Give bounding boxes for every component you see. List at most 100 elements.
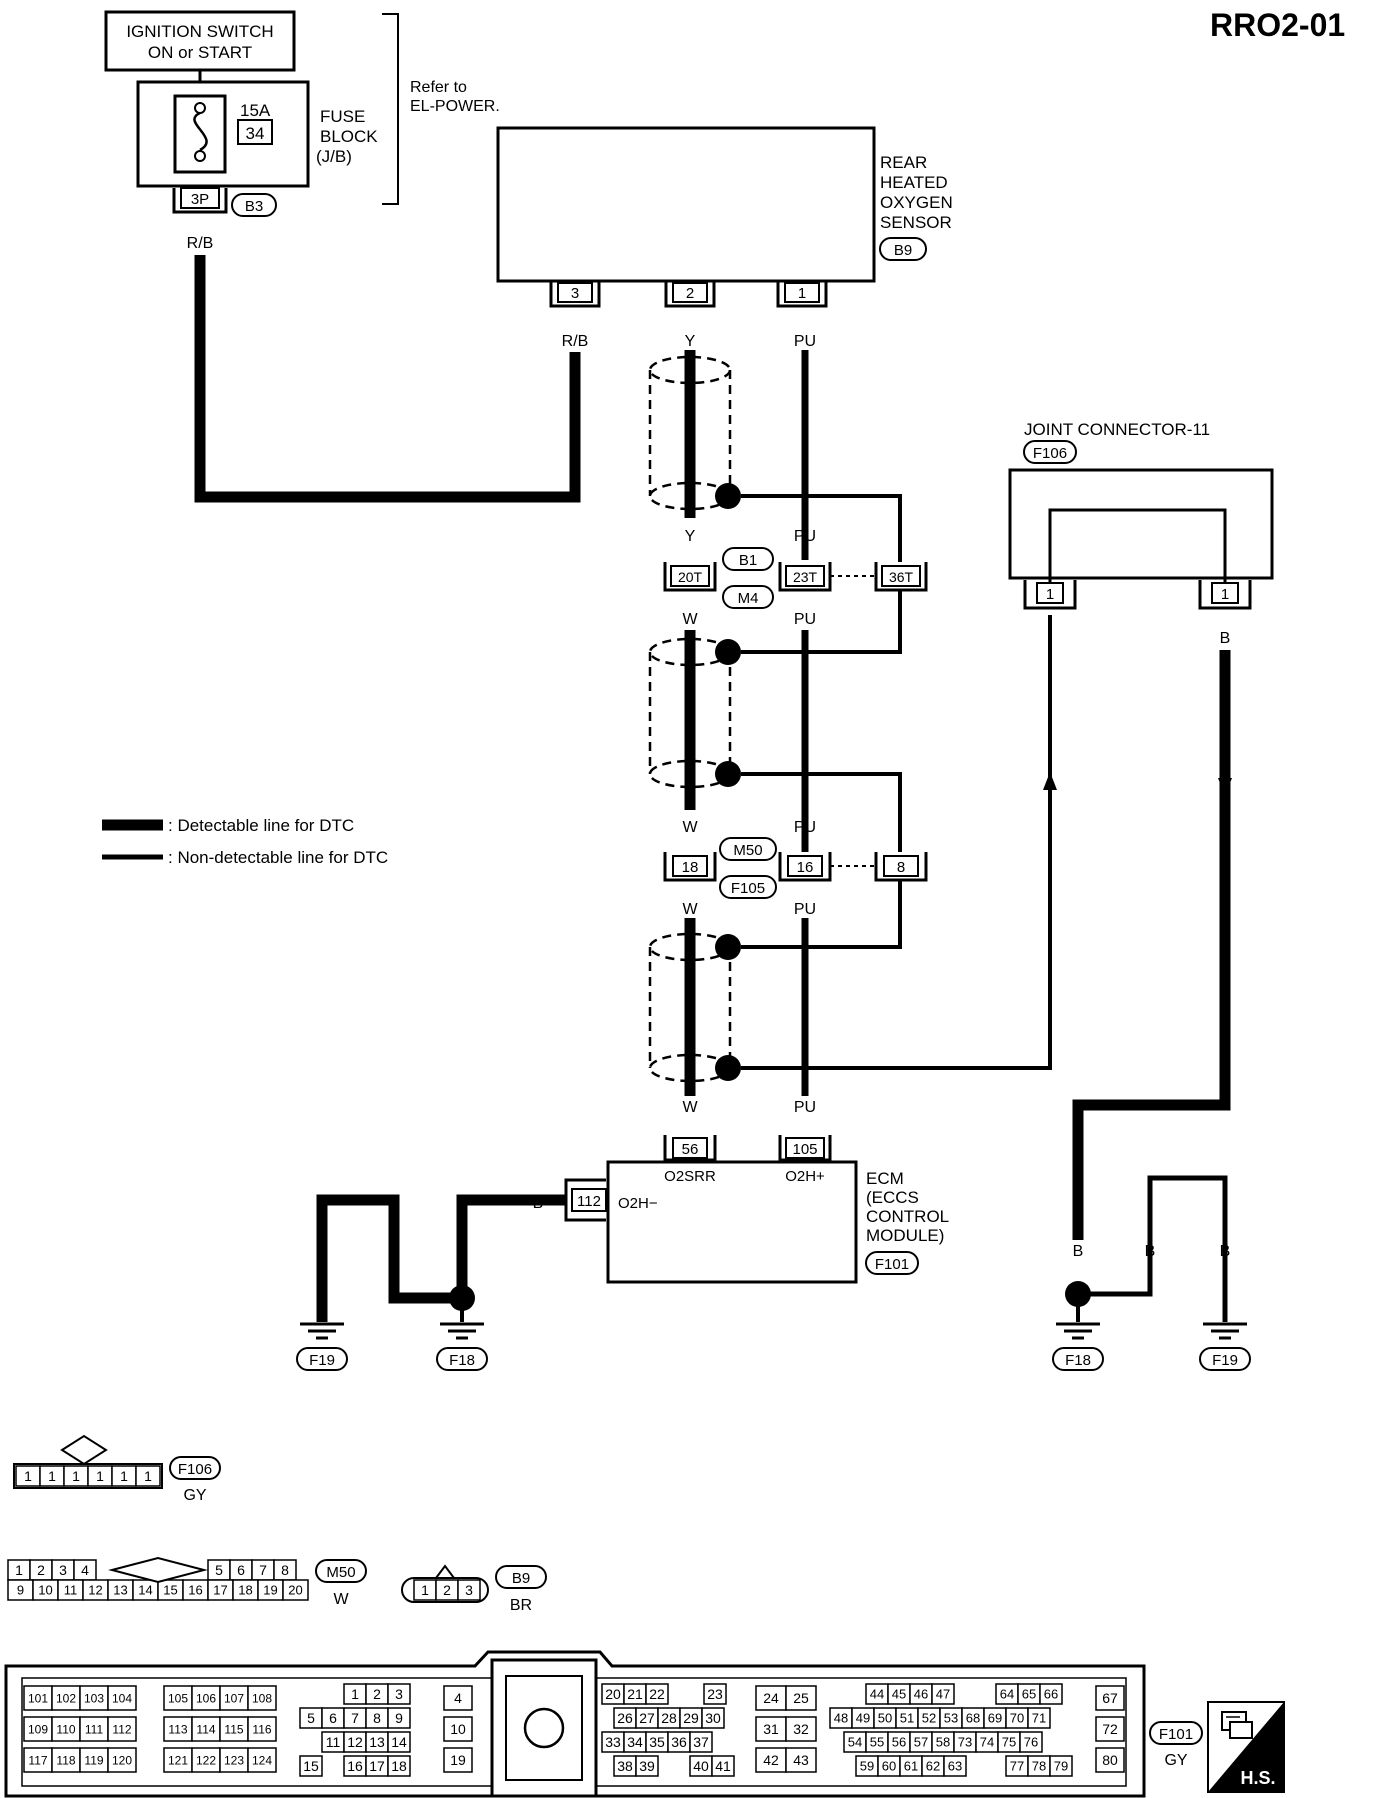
connector-pin: 16 — [343, 1755, 367, 1777]
fuse-block-line1: FUSE — [320, 107, 365, 126]
refer-line2: EL-POWER. — [410, 98, 500, 115]
connector-pin: 7 — [251, 1559, 275, 1581]
wire-pu-label-5: PU — [794, 1099, 816, 1116]
connector-pin: 76 — [1019, 1731, 1043, 1753]
ground-f19-left: F19 — [296, 1322, 348, 1371]
connector-pin-label: 80 — [1102, 1752, 1118, 1768]
sensor-pin-1: 1 — [776, 282, 828, 308]
connector-pin-label: 15 — [163, 1583, 177, 1598]
wire-pu-label-3: PU — [794, 819, 816, 836]
refer-line1: Refer to — [410, 79, 467, 96]
connector-pin-label: 12 — [88, 1583, 102, 1598]
svg-text:2: 2 — [686, 285, 694, 302]
wire-b-left-to-splice — [388, 1250, 462, 1304]
connector-pin-label: 57 — [914, 1735, 928, 1750]
connector-pin: 105 — [163, 1685, 193, 1711]
connector-pin-label: 43 — [793, 1752, 809, 1768]
connector-pin: 2 — [435, 1579, 459, 1601]
connector-pin: 73 — [953, 1731, 977, 1753]
connector-pin-label: 36 — [671, 1734, 687, 1750]
sensor-pin-3: 3 — [549, 282, 601, 308]
connector-pin-label: 74 — [980, 1735, 994, 1750]
connector-pin-label: 67 — [1102, 1690, 1118, 1706]
connector-pin: 1 — [63, 1465, 89, 1487]
connector-pin-label: 55 — [870, 1735, 884, 1750]
connector-pin: 112 — [107, 1716, 137, 1742]
ecm-pin-105: 105 — [778, 1135, 832, 1162]
wire-b-label-g2: B — [389, 1243, 400, 1260]
connector-pin: 11 — [57, 1579, 84, 1601]
svg-text:23T: 23T — [793, 569, 818, 585]
connector-pin-label: 110 — [56, 1722, 75, 1736]
wire-w-label-2: W — [682, 819, 698, 836]
connector-pin-label: 30 — [705, 1710, 721, 1726]
connector-pin: 103 — [79, 1685, 109, 1711]
svg-text:F18: F18 — [1065, 1352, 1091, 1369]
connector-pin: 72 — [1095, 1716, 1125, 1742]
connector-pin: 117 — [23, 1747, 53, 1773]
connector-pin: 21 — [623, 1683, 647, 1705]
connector-pin: 15 — [157, 1579, 184, 1601]
connector-pin: 109 — [23, 1716, 53, 1742]
connector-pin-label: 17 — [369, 1758, 385, 1774]
fuse-output-terminal: 3P — [172, 187, 228, 214]
connector-pin-label: 2 — [373, 1686, 381, 1702]
connector-pin: 31 — [755, 1716, 787, 1742]
drain-wire-1 — [741, 494, 902, 562]
connector-pin: 4 — [443, 1685, 473, 1711]
connector-pin: 20 — [601, 1683, 625, 1705]
connector-pin-label: 6 — [237, 1562, 245, 1578]
connector-pin-label: 21 — [627, 1686, 643, 1702]
connector-pin-label: 39 — [639, 1758, 655, 1774]
connector-pin-label: 17 — [213, 1583, 227, 1598]
connector-pin: 17 — [207, 1579, 234, 1601]
connector-pin: 108 — [247, 1685, 277, 1711]
ecm-connector-id: F101 — [875, 1256, 909, 1273]
connector-pin: 53 — [939, 1707, 963, 1729]
connector-pin: 27 — [635, 1707, 659, 1729]
svg-text:3: 3 — [571, 285, 579, 302]
connector-pin-label: 8 — [373, 1710, 381, 1726]
connector-pin-label: 20 — [288, 1583, 302, 1598]
wire-rb — [194, 255, 581, 503]
wire-b-label-g3: B — [457, 1243, 468, 1260]
connector-pin: 41 — [711, 1755, 735, 1777]
connector-pin: 55 — [865, 1731, 889, 1753]
connector-pin-label: 18 — [391, 1758, 407, 1774]
connector-pin-label: 45 — [892, 1687, 906, 1702]
connector-pin-label: 116 — [252, 1722, 271, 1736]
arrow-up-icon — [1043, 772, 1057, 790]
connector-pin-label: 66 — [1044, 1687, 1058, 1702]
connector-pin: 22 — [645, 1683, 669, 1705]
connector-pin-label: 54 — [848, 1735, 862, 1750]
connector-pin-label: 7 — [351, 1710, 359, 1726]
sensor-name-line3: OXYGEN — [880, 193, 953, 212]
connector-pin-label: 72 — [1102, 1721, 1118, 1737]
svg-text:B9: B9 — [512, 1570, 530, 1587]
connector-pin: 51 — [895, 1707, 919, 1729]
connector-pin-label: 29 — [683, 1710, 699, 1726]
ground-f19-right: F19 — [1199, 1322, 1251, 1371]
ground-f18-left: F18 — [436, 1322, 488, 1371]
ignition-switch-line1: IGNITION SWITCH — [126, 22, 273, 41]
connector-pin-label: 16 — [347, 1758, 363, 1774]
connector-pin-label: 1 — [96, 1468, 104, 1484]
connector-pin: 9 — [7, 1579, 34, 1601]
page-id: RRO2-01 — [1210, 7, 1345, 43]
connector-pin-label: 1 — [24, 1468, 32, 1484]
connector-pin: 11 — [321, 1731, 345, 1753]
connector-pin: 77 — [1005, 1755, 1029, 1777]
joint-connector-title: JOINT CONNECTOR-11 — [1024, 420, 1210, 439]
connector-pin-label: 1 — [15, 1562, 23, 1578]
connector-pin-label: 20 — [605, 1686, 621, 1702]
connector-pin-label: 61 — [904, 1759, 918, 1774]
connector-pin-label: 103 — [84, 1691, 104, 1705]
svg-text:112: 112 — [577, 1193, 601, 1210]
fuse-block-line3: (J/B) — [316, 147, 352, 166]
svg-text:W: W — [333, 1591, 349, 1608]
connector-pin-label: 24 — [763, 1690, 779, 1706]
